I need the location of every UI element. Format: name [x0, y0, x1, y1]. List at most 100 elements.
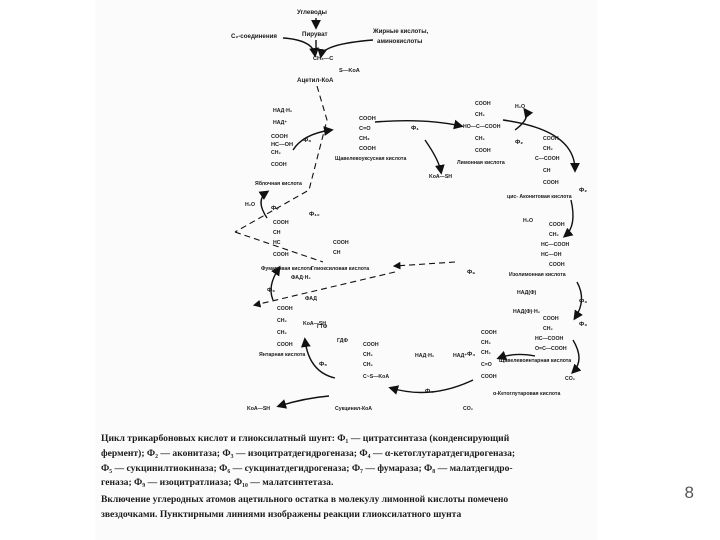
- enzyme-f3-a: Ф₃: [579, 298, 587, 305]
- iso-cooh-2: COOH: [549, 262, 565, 268]
- caption-line: Цикл трикарбоновых кислот и глиоксилатны…: [101, 433, 510, 444]
- to-akg-arrow: [496, 350, 536, 361]
- c2-arrow: [282, 37, 319, 58]
- succinate-label: Янтарная кислота: [259, 352, 305, 358]
- cit-cooh-2: COOH: [475, 148, 491, 154]
- caption-line: Ф₅ — сукцинилтиокиназа; Ф₆ — сукцинатдег…: [101, 462, 513, 474]
- scoa-cskoa: C~S—KoA: [363, 374, 389, 380]
- gtf-label: ГТФ: [317, 324, 328, 330]
- fatty-arrow: [317, 39, 374, 59]
- caption-line: Включение углеродных атомов ацетильного …: [101, 494, 509, 506]
- oxa-cooh-bottom: COOH: [359, 146, 376, 152]
- koash-release-arrow: [424, 139, 445, 175]
- h2o-b: H₂O: [523, 218, 533, 224]
- aco-cooh-1: COOH: [543, 136, 559, 142]
- fum-ch: CH: [273, 230, 281, 236]
- thiokinase-arrow: [301, 337, 336, 379]
- oxaloacetate-label: Щавелевоуксусная кислота: [335, 156, 406, 162]
- aconitase-arrow-1: [502, 119, 580, 173]
- h2o-c: H₂O: [245, 202, 255, 208]
- iso-ch2: CH₂: [549, 232, 559, 238]
- citrate-synthase-arrow: [374, 119, 464, 130]
- fum-cooh-2: COOH: [273, 252, 289, 258]
- oxa-nad: НАД⁺: [273, 120, 287, 126]
- page-number: 8: [684, 483, 694, 502]
- enzyme-f5: Ф₅: [319, 361, 327, 368]
- idh-arrow: [573, 281, 583, 321]
- suc-cooh-1: COOH: [277, 306, 293, 312]
- nadh2-b: НАД·Н₂: [415, 353, 435, 359]
- aconitase-arrow-2: [562, 199, 574, 238]
- suc-ch2-2: CH₂: [277, 330, 287, 336]
- malate-label: Яблочная кислота: [255, 180, 302, 187]
- fum-cooh-1: COOH: [273, 220, 289, 226]
- fad-label: ФАД: [305, 296, 317, 302]
- mal-ch2: CH₂: [271, 150, 281, 156]
- figure-caption: Цикл трикарбоновых кислот и глиоксилатны…: [95, 432, 597, 523]
- ch3-group: CH₃—C: [313, 56, 333, 62]
- decarboxylation-arrow: [571, 339, 582, 374]
- gly-ch: CH: [333, 250, 341, 256]
- enzyme-f3-b: Ф₃: [579, 321, 587, 328]
- shunt-path-3: [392, 261, 456, 270]
- oxa-ch2: CH₂: [359, 136, 370, 142]
- oxa-cooh-top: COOH: [359, 116, 376, 122]
- fumarase-arrow: [258, 190, 270, 219]
- caption-line: звездочками. Пунктирными линиями изображ…: [101, 508, 462, 520]
- gly-cooh: COOH: [333, 240, 349, 246]
- sdh-arrow: [270, 265, 281, 301]
- cit-cooh-1: COOH: [475, 101, 491, 107]
- cis-aconitate-label: цис- Аконитовая кислота: [507, 194, 572, 200]
- figure-panel: Углеводы Пируват С₂-соединения Жирные ки…: [95, 0, 597, 540]
- scoa-cooh: COOH: [363, 342, 379, 348]
- oxs-cooh-1: COOH: [543, 316, 559, 322]
- nadf-h2: НАД(Ф)·Н₂: [513, 309, 541, 315]
- akg-cooh-1: COOH: [481, 330, 497, 336]
- cit-hoc: HO—C—COOH: [463, 124, 501, 130]
- tca-cycle-diagram: Углеводы Пируват С₂-соединения Жирные ки…: [231, 9, 587, 412]
- aco-ccooh: C—COOH: [535, 156, 560, 162]
- nad-b: НАД⁺: [453, 353, 467, 359]
- scoa-ch2-2: CH₂: [363, 362, 373, 368]
- enzyme-f8: Ф₈: [303, 137, 311, 144]
- carbohydrates-label: Углеводы: [297, 9, 327, 16]
- oxa-co: C=O: [359, 126, 371, 132]
- c2-compounds-label: С₂-соединения: [231, 33, 277, 40]
- akg-co: C=O: [481, 362, 492, 368]
- oxa-cooh-1: COOH: [271, 134, 288, 140]
- akg-ch2-2: CH₂: [481, 350, 491, 356]
- skoa-group: S—KoA: [339, 68, 360, 74]
- shunt-path-2: [234, 231, 324, 263]
- mdh-arrow: [292, 126, 334, 151]
- oxalosuccinate-label: Щавелевоянтарная кислота: [499, 358, 571, 364]
- iso-hccooh: HC—COOH: [541, 242, 569, 248]
- shunt-path-4: [252, 271, 396, 308]
- isocitrate-label: Изолимонная кислота: [509, 272, 566, 278]
- koash-out-arrow: [276, 395, 330, 409]
- oxs-ch2: CH₂: [543, 326, 553, 332]
- citrate-label: Лимонная кислота: [457, 160, 505, 166]
- iso-hcoh: HC—OH: [541, 252, 562, 258]
- koash-c: KoA—SH: [247, 406, 270, 412]
- mal-cooh: COOH: [271, 162, 287, 168]
- iso-cooh-1: COOH: [549, 222, 565, 228]
- acetyl-coa-label: Ацетил-КоА: [297, 77, 334, 84]
- caption-line: геназа; Ф₉ — изоцитратлиаза; Ф₁₀ — малат…: [101, 477, 334, 489]
- h2o-out-arrow: [514, 107, 534, 131]
- nad-circle: НАД(Ф): [517, 290, 537, 296]
- fatty-acids-label: Жирные кислоты,: [372, 28, 428, 35]
- akg-dehydrogenase-arrow: [388, 379, 474, 395]
- co2-b: CO₂: [463, 406, 474, 412]
- koash-b: KoA—SH: [303, 321, 326, 327]
- cit-ch2-1: CH₂: [475, 112, 485, 118]
- aco-cooh-2: COOH: [543, 180, 559, 186]
- pyruvate-label: Пируват: [302, 31, 328, 38]
- succinyl-coa-label: Сукцинил-КоА: [335, 406, 372, 412]
- aco-ch2: CH₂: [543, 146, 553, 152]
- oxs-occooh: O=C—COOH: [535, 346, 567, 352]
- aco-ch: CH: [543, 168, 551, 174]
- suc-cooh-2: COOH: [277, 342, 293, 348]
- h2o-a: H₂O: [515, 104, 525, 110]
- akg-cooh-2: COOH: [481, 374, 497, 380]
- fumarate-label: Фумаровая кислота: [261, 266, 312, 272]
